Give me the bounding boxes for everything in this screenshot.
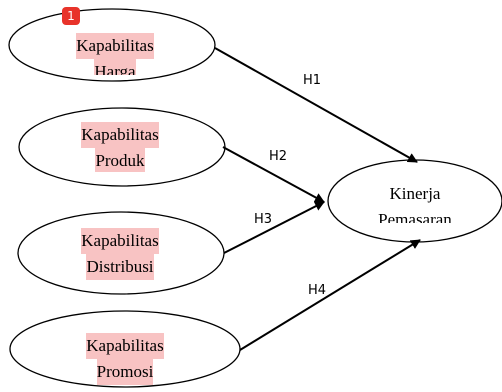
node-promosi-line2: Promosi [96,359,154,385]
node-harga-line2: Harga [94,59,136,75]
edge-h4-label: H4 [308,283,327,298]
edge-h3-arrow [223,201,325,254]
node-promosi-label: Kapabilitas Promosi [45,333,205,385]
edge-h1-label: H1 [303,73,322,88]
node-produk-line2: Produk [95,148,145,172]
edge-h3-label: H3 [254,212,273,227]
node-kinerja-line1: Kinerja [389,184,441,203]
annotation-badge[interactable]: 1 [62,7,80,25]
node-kinerja-label: Kinerja Pemasaran [345,181,485,223]
edge-h2-label: H2 [269,149,288,164]
edge-h1-arrow [214,47,418,163]
node-harga-label: Kapabilitas Harga [40,33,190,75]
node-harga-line1: Kapabilitas [76,33,154,59]
node-produk-label: Kapabilitas Produk [45,122,195,172]
node-kinerja-line2: Pemasaran [378,210,452,223]
node-distribusi-line2: Distribusi [86,254,154,280]
node-distribusi-label: Kapabilitas Distribusi [45,228,195,284]
edge-h4-arrow [239,239,421,351]
node-promosi-line1: Kapabilitas [86,333,164,359]
node-produk-line1: Kapabilitas [81,122,159,148]
edge-h2-arrow [222,146,325,203]
node-distribusi-line1: Kapabilitas [81,228,159,254]
